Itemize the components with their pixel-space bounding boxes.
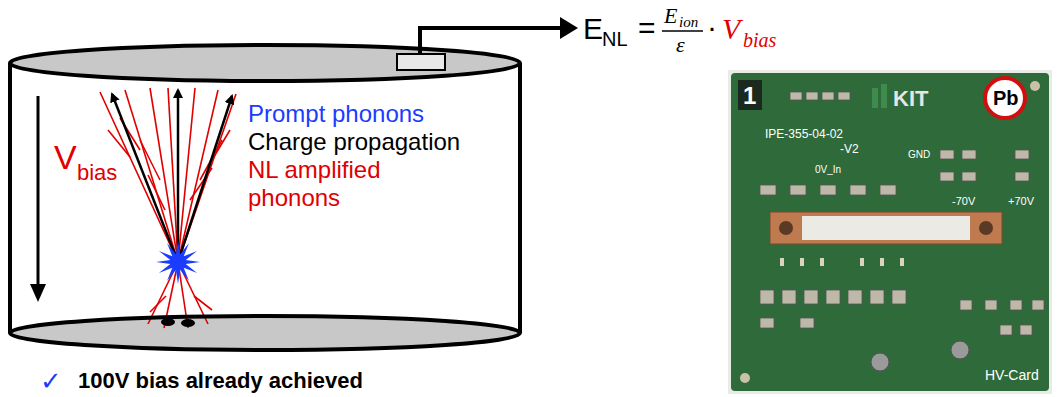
fraction-bar [662,30,703,32]
bias-subscript: bias [77,162,117,184]
interaction-star [156,240,200,284]
logo-text: KIT [893,88,928,110]
card-name: HV-Card [985,368,1039,382]
board-revision: -V2 [840,143,859,155]
pin-name: 0V_In [815,165,841,175]
formula-symbol: E [664,5,677,27]
board-number: 1 [743,84,756,108]
cylinder-bottom-fill [10,316,520,350]
cylinder-strokes [10,45,520,350]
bias-symbol: V [54,140,77,174]
cylinder-bottom [10,316,520,350]
check-mark: ✓ [40,368,62,394]
cylinder-top [10,45,520,81]
bias-arrow-shaft [37,96,40,286]
process-label: Prompt phonons [248,100,424,128]
voltage-label: -70V [952,196,975,207]
readout-arrowhead [560,17,578,39]
cylinder-top-fill [10,45,520,81]
pin-name: GND [908,150,930,160]
nl-phonon-rays [100,88,236,328]
formula-operator: · [707,12,717,42]
voltage-label: +70V [1008,196,1034,207]
charge-blobs [161,318,195,327]
formula-operator: = [638,13,656,43]
process-label: Charge propagation [248,128,460,156]
detector-cylinder: Prompt phononsCharge propagationNL ampli… [0,40,530,360]
process-label: NL amplified phonons [248,156,448,212]
charge-arrows [112,90,232,262]
board-id: IPE-355-04-02 [765,128,843,140]
status-note: 100V bias already achieved [78,370,363,392]
bias-arrowhead [30,284,46,302]
cylinder-side [8,63,12,333]
formula-subscript: NL [602,29,628,49]
formula-subscript: ion [679,15,698,30]
lead-free-mark: Pb [993,88,1019,108]
sensor-box [397,54,445,70]
formula-symbol: ε [676,34,685,56]
formula-symbol: E [583,14,603,44]
hv-card-photo [728,70,1052,394]
cylinder-side [518,63,522,333]
formula-subscript: bias [743,30,776,50]
formula-symbol: V [722,14,740,44]
